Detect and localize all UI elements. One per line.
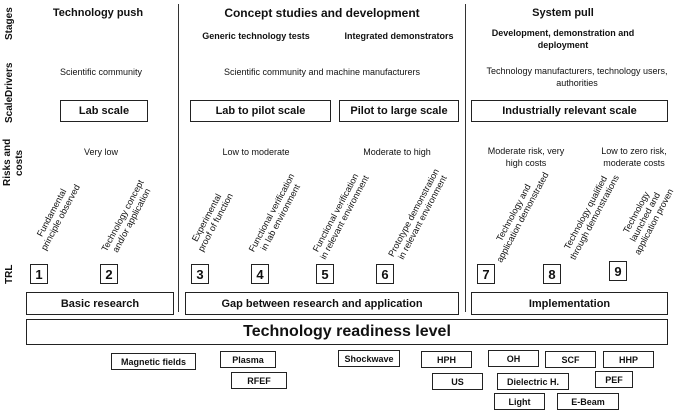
row-label-stages: Stages xyxy=(4,7,15,40)
driver-technology-manufacturers-line2: authorities xyxy=(556,78,598,88)
scale-lab-to-pilot: Lab to pilot scale xyxy=(190,100,331,122)
divider-left xyxy=(178,4,179,312)
stage-generic-tests: Generic technology tests xyxy=(202,31,310,41)
risk-low-to-zero-line1: Low to zero risk, xyxy=(601,146,667,156)
tech-scf: SCF xyxy=(545,351,596,368)
trl-3-box: 3 xyxy=(191,264,209,284)
trl-1-box: 1 xyxy=(30,264,48,284)
stage-development-line1: Development, demonstration and xyxy=(491,28,635,38)
row-label-scale: Scale xyxy=(4,96,15,123)
tech-plasma: Plasma xyxy=(220,351,276,368)
scale-pilot-to-large: Pilot to large scale xyxy=(339,100,459,122)
tech-dielectric-h: Dielectric H. xyxy=(497,373,569,390)
divider-right xyxy=(465,4,466,312)
trl-6-box: 6 xyxy=(376,264,394,284)
tech-rfef: RFEF xyxy=(231,372,287,389)
tech-e-beam: E-Beam xyxy=(557,393,619,410)
risk-moderate-to-high: Moderate to high xyxy=(363,147,431,157)
tech-hhp: HHP xyxy=(603,351,654,368)
risk-low-to-moderate: Low to moderate xyxy=(222,147,290,157)
scale-industrial: Industrially relevant scale xyxy=(471,100,668,122)
tech-oh: OH xyxy=(488,350,539,367)
trl-4-box: 4 xyxy=(251,264,269,284)
tech-hph: HPH xyxy=(421,351,472,368)
tech-us: US xyxy=(432,373,483,390)
risk-very-low: Very low xyxy=(83,147,119,157)
stage-concept-studies: Concept studies and development xyxy=(224,6,420,20)
stage-technology-push: Technology push xyxy=(52,7,144,19)
trl-8-box: 8 xyxy=(543,264,561,284)
trl-9-box: 9 xyxy=(609,261,627,281)
tech-shockwave: Shockwave xyxy=(338,350,400,367)
row-label-drivers: Drivers xyxy=(4,62,15,97)
risk-moderate-risk-line2: high costs xyxy=(505,158,547,168)
phase-implementation: Implementation xyxy=(471,292,668,315)
row-label-trl: TRL xyxy=(4,264,15,284)
stage-system-pull: System pull xyxy=(532,7,594,19)
driver-scientific-and-manufacturers: Scientific community and machine manufac… xyxy=(223,67,421,77)
stage-development-line2: deployment xyxy=(537,40,589,50)
trl-7-box: 7 xyxy=(477,264,495,284)
risk-low-to-zero-line2: moderate costs xyxy=(603,158,665,168)
risk-moderate-risk-line1: Moderate risk, very xyxy=(487,146,565,156)
driver-technology-manufacturers-line1: Technology manufacturers, technology use… xyxy=(486,66,668,76)
scale-lab: Lab scale xyxy=(60,100,148,122)
tech-magnetic-fields: Magnetic fields xyxy=(111,353,196,370)
trl-2-box: 2 xyxy=(100,264,118,284)
row-label-risks: Risks and xyxy=(2,138,13,186)
main-title: Technology readiness level xyxy=(26,319,668,345)
phase-gap: Gap between research and application xyxy=(185,292,459,315)
phase-basic-research: Basic research xyxy=(26,292,174,315)
stage-integrated-demonstrators: Integrated demonstrators xyxy=(344,31,454,41)
driver-scientific-community: Scientific community xyxy=(59,67,143,77)
trl-5-box: 5 xyxy=(316,264,334,284)
row-label-costs: costs xyxy=(14,149,25,176)
tech-light: Light xyxy=(494,393,545,410)
tech-pef: PEF xyxy=(595,371,633,388)
